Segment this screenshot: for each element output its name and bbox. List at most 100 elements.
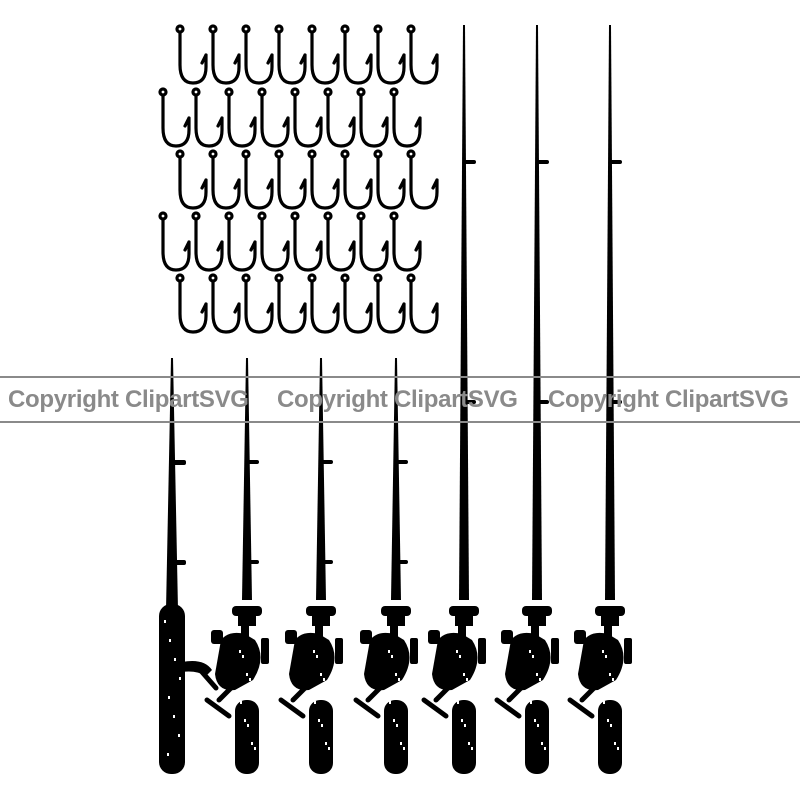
rod-blank — [166, 358, 178, 610]
reel-handle-knob — [204, 697, 232, 719]
reel-body-icon — [215, 632, 261, 691]
fish-hook-icon — [274, 24, 307, 85]
distress-speck — [605, 655, 607, 658]
reel-handle-arm — [199, 669, 219, 691]
distress-speck — [457, 701, 459, 704]
reel-handle-knob — [278, 697, 306, 719]
rod-blank — [242, 358, 252, 600]
reel-bail — [261, 638, 269, 664]
distress-speck — [246, 673, 248, 676]
reel-seat-collar — [595, 606, 625, 616]
distress-speck — [239, 650, 241, 653]
reel-seat — [312, 616, 330, 626]
fish-hook-icon — [175, 273, 208, 334]
fish-hook-icon — [158, 211, 191, 272]
rod-blank — [459, 25, 469, 600]
distress-speck — [534, 719, 536, 722]
distress-speck — [179, 677, 181, 680]
reel-handle-knob — [494, 697, 522, 719]
fish-hook-icon — [257, 87, 290, 148]
reel-spool — [428, 630, 440, 644]
fish-hook-icon — [373, 273, 406, 334]
distress-speck — [178, 734, 180, 737]
distress-speck — [328, 747, 330, 750]
watermark-text: Copyright ClipartSVG — [8, 386, 249, 413]
fish-hook-icon — [340, 149, 373, 210]
distress-speck — [169, 639, 171, 642]
rod-blank — [532, 25, 542, 600]
reel-spool — [360, 630, 372, 644]
fish-hook-icon — [175, 24, 208, 85]
fish-hook-icon — [373, 149, 406, 210]
fish-hook-icon — [389, 87, 422, 148]
distress-speck — [403, 747, 405, 750]
fish-hook-icon — [389, 211, 422, 272]
hooks-field — [158, 24, 439, 334]
reel-body-icon — [364, 632, 410, 691]
distress-speck — [168, 696, 170, 699]
distress-speck — [537, 724, 539, 727]
fish-hook-icon — [241, 24, 274, 85]
distress-speck — [398, 678, 400, 681]
distress-speck — [400, 742, 402, 745]
fish-hook-icon — [290, 211, 323, 272]
distress-speck — [254, 747, 256, 750]
fish-hook-icon — [191, 87, 224, 148]
distress-speck — [610, 724, 612, 727]
distress-speck — [323, 678, 325, 681]
fish-hook-icon — [307, 273, 340, 334]
distress-speck — [240, 701, 242, 704]
reel-seat — [238, 616, 256, 626]
distress-speck — [536, 673, 538, 676]
reel-body-icon — [182, 661, 212, 676]
distress-speck — [607, 719, 609, 722]
fish-hook-icon — [323, 211, 356, 272]
distress-speck — [461, 719, 463, 722]
reel-seat-collar — [381, 606, 411, 616]
distress-speck — [603, 701, 605, 704]
reel-spool — [501, 630, 513, 644]
distress-speck — [247, 724, 249, 727]
rod-guide — [537, 400, 549, 404]
fish-hook-icon — [241, 149, 274, 210]
distress-speck — [167, 753, 169, 756]
fish-hook-icon — [373, 24, 406, 85]
distress-speck — [529, 650, 531, 653]
reel-handle-arm — [216, 677, 242, 703]
reel-spool — [285, 630, 297, 644]
fish-hook-icon — [307, 149, 340, 210]
distress-speck — [320, 673, 322, 676]
reel-handle-arm — [506, 677, 532, 703]
distress-speck — [612, 678, 614, 681]
distress-speck — [253, 696, 255, 699]
distress-speck — [173, 715, 175, 718]
distress-speck — [316, 655, 318, 658]
rod-grip — [525, 700, 549, 774]
fish-hook-icon — [406, 149, 439, 210]
rod-grip — [452, 700, 476, 774]
rod-grip — [598, 700, 622, 774]
distress-speck — [614, 742, 616, 745]
distress-speck — [327, 696, 329, 699]
fish-hook-icon — [340, 24, 373, 85]
distress-speck — [470, 696, 472, 699]
reel-spool — [574, 630, 586, 644]
distress-speck — [402, 696, 404, 699]
rod-guide — [247, 460, 259, 464]
reel-spool — [211, 630, 223, 644]
distress-speck — [464, 724, 466, 727]
reel-handle-arm — [433, 677, 459, 703]
rod-blank — [391, 358, 401, 600]
reel-seat-collar — [306, 606, 336, 616]
distress-speck — [544, 747, 546, 750]
distress-speck — [617, 747, 619, 750]
reel-seat-collar — [449, 606, 479, 616]
distress-speck — [396, 724, 398, 727]
reel-bail — [478, 638, 486, 664]
rod-blank — [316, 358, 326, 600]
fish-hook-icon — [191, 211, 224, 272]
fishing-rod-icon — [494, 25, 559, 774]
reel-bail — [551, 638, 559, 664]
fish-hook-icon — [224, 87, 257, 148]
